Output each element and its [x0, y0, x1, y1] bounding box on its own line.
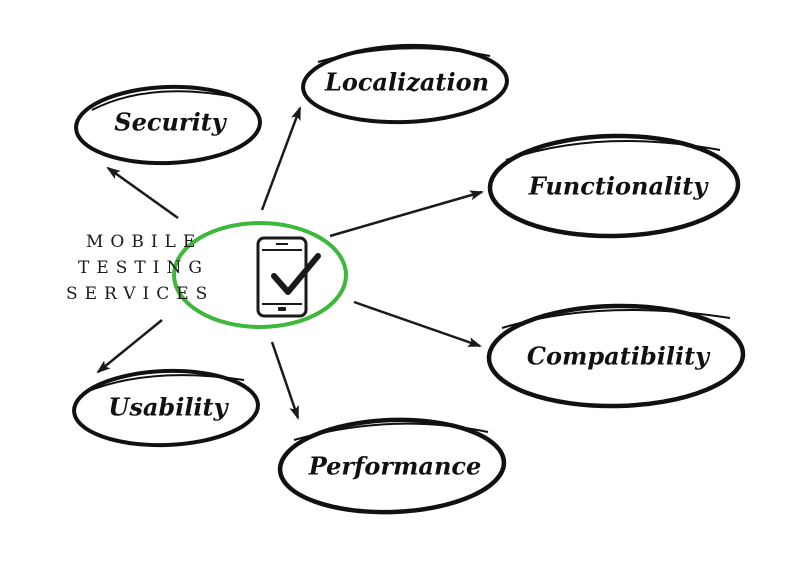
arrow-to-compatibility: [353, 300, 482, 348]
arrow-to-performance: [270, 341, 300, 420]
node-label-compatibility: Compatibility: [526, 341, 710, 371]
center-ring: [172, 221, 348, 329]
node-compatibility-shape: [486, 303, 746, 409]
node-label-performance: Performance: [308, 451, 482, 481]
node-label-security: Security: [114, 107, 226, 137]
node-label-localization: Localization: [324, 67, 490, 97]
node-security-shape: [74, 84, 262, 166]
node-label-usability: Usability: [108, 392, 228, 422]
center-title-line-2: TESTING: [78, 258, 209, 278]
arrow-to-security: [106, 166, 179, 220]
smartphone-check-icon: [256, 236, 321, 318]
node-localization-shape: [301, 43, 509, 125]
center-title-line-3: SERVICES: [66, 284, 215, 304]
arrow-to-usability: [96, 319, 163, 374]
node-usability-shape: [72, 368, 260, 448]
node-functionality-shape: [487, 133, 741, 239]
node-performance-shape: [277, 417, 507, 515]
node-label-functionality: Functionality: [528, 171, 708, 201]
arrow-to-localization: [260, 106, 302, 211]
arrow-to-functionality: [329, 190, 484, 238]
center-title-line-1: MOBILE: [86, 232, 203, 252]
